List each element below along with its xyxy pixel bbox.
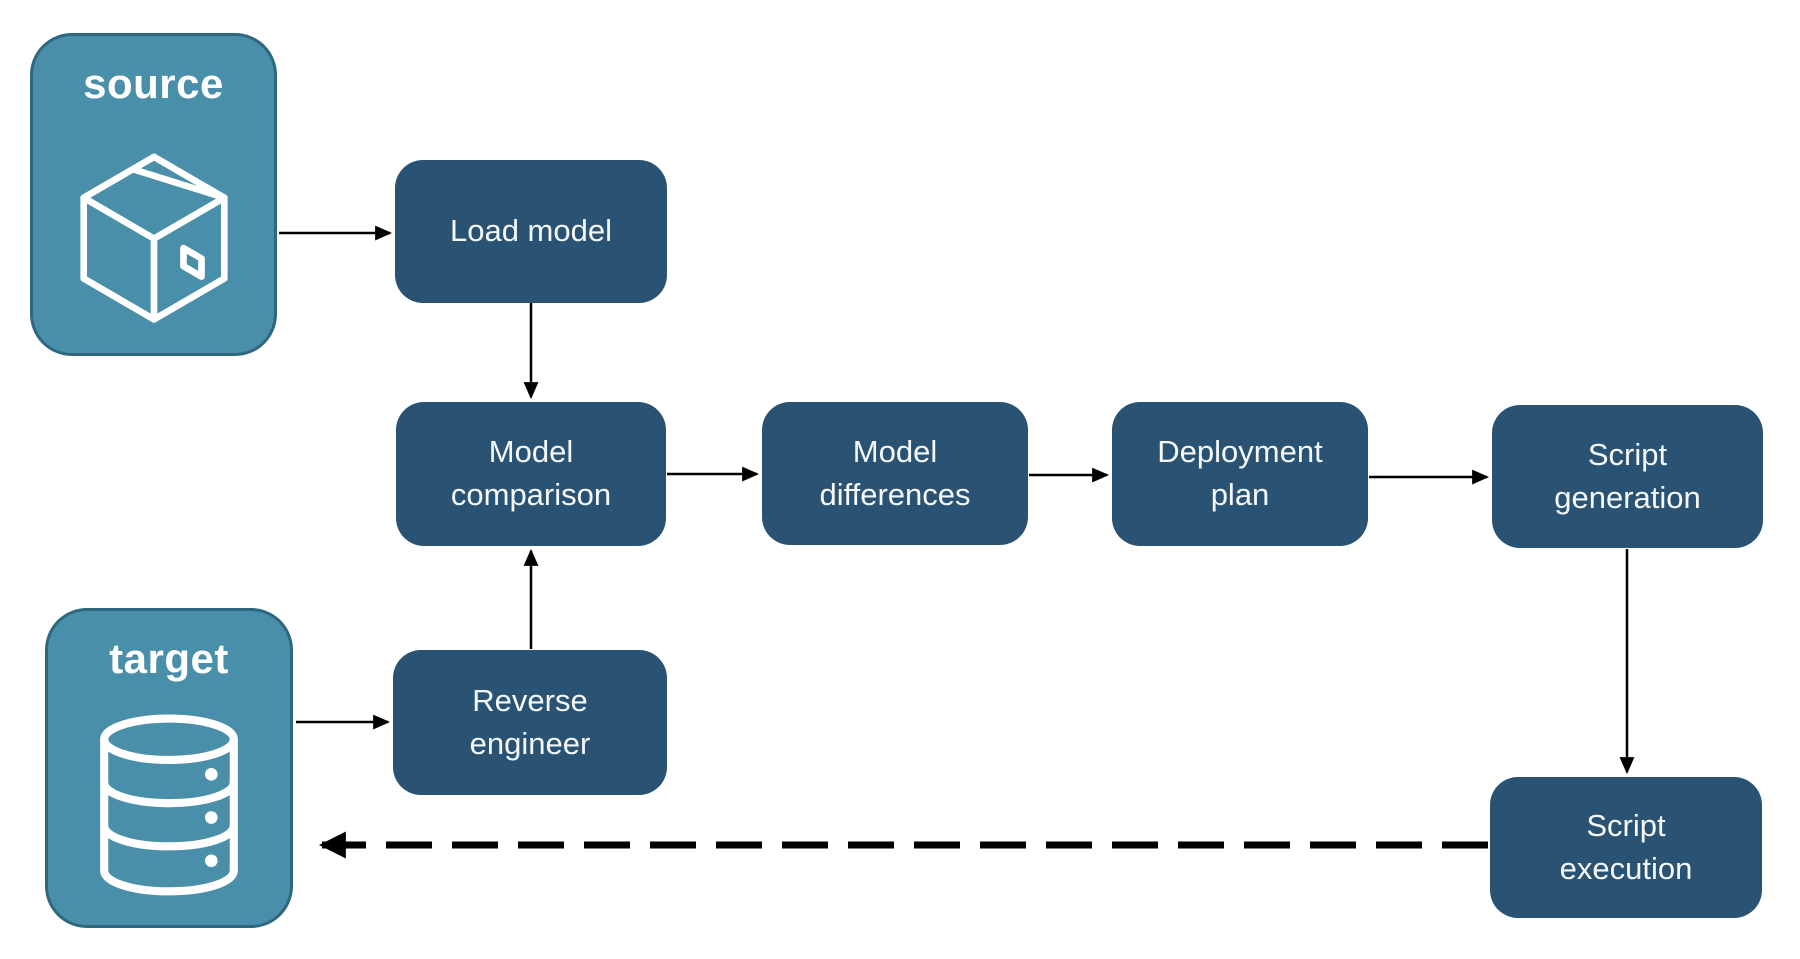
node-script-generation: Script generation (1492, 405, 1763, 548)
node-model-differences: Model differences (762, 402, 1028, 545)
entity-target: target (45, 608, 293, 928)
database-icon (48, 683, 290, 925)
entity-source: source (30, 33, 277, 356)
node-reverse-engineer: Reverse engineer (393, 650, 667, 795)
node-script-execution: Script execution (1490, 777, 1762, 918)
node-model-comparison: Model comparison (396, 402, 666, 546)
package-box-icon (33, 108, 274, 353)
node-load-model: Load model (395, 160, 667, 303)
node-deployment-plan: Deployment plan (1112, 402, 1368, 546)
target-label: target (109, 635, 229, 682)
source-label: source (83, 60, 224, 107)
